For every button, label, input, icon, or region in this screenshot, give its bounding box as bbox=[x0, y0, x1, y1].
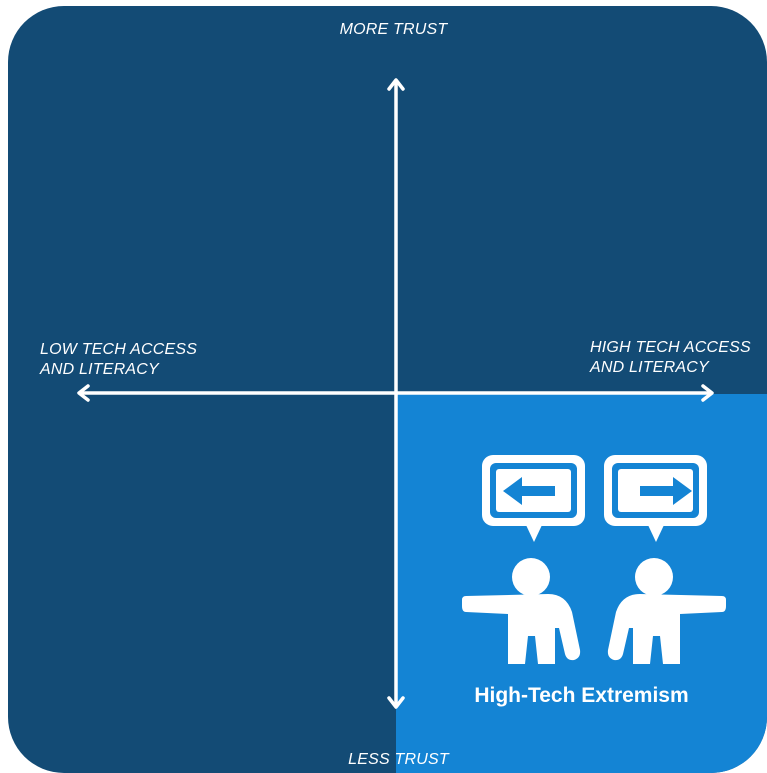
quadrant-title: High-Tech Extremism bbox=[474, 684, 689, 707]
high-tech-extremism-quadrant bbox=[396, 394, 767, 773]
left-arrow-bubble-icon bbox=[482, 455, 585, 542]
axis-label-low-tech: LOW TECH ACCESS AND LITERACY bbox=[40, 341, 198, 378]
diagram-background bbox=[8, 6, 767, 773]
person-pointing-right-icon bbox=[607, 558, 726, 664]
axis-label-less-trust: LESS TRUST bbox=[348, 751, 449, 768]
horizontal-axis bbox=[77, 384, 714, 402]
right-arrow-bubble-icon bbox=[604, 455, 707, 542]
person-pointing-left-icon bbox=[462, 558, 581, 664]
axis-label-high-tech: HIGH TECH ACCESS AND LITERACY bbox=[590, 339, 751, 376]
axis-label-more-trust: MORE TRUST bbox=[339, 21, 448, 38]
